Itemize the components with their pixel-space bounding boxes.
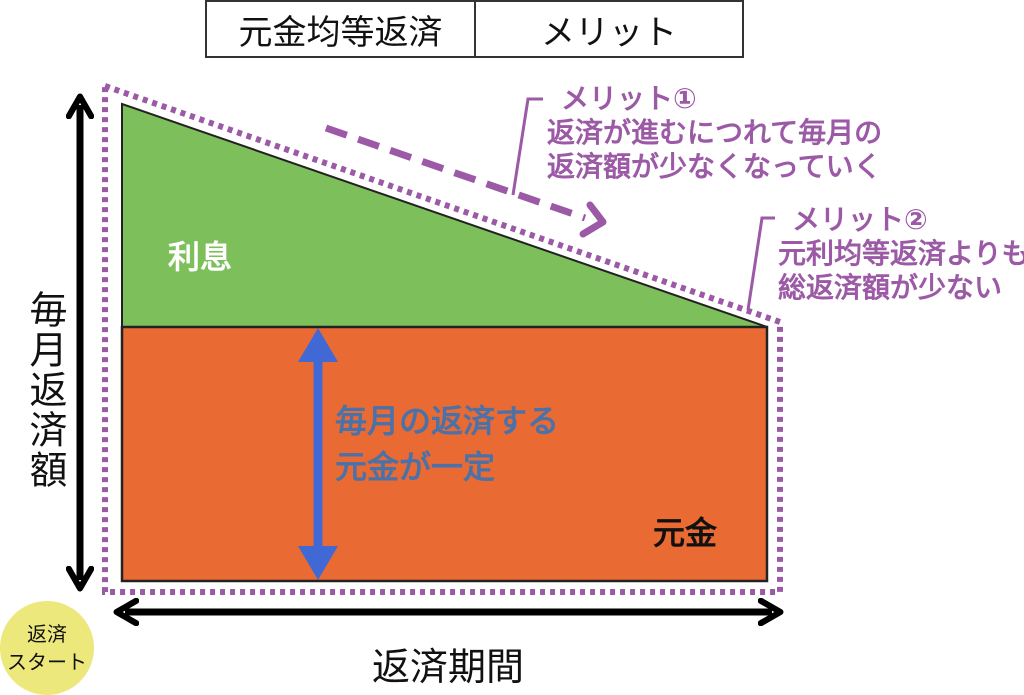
decreasing-trend-arrow <box>324 124 607 238</box>
interest-label: 利息 <box>168 238 233 276</box>
x-axis-label: 返済期間 <box>372 645 525 689</box>
start-badge <box>0 601 94 695</box>
y-axis-label: 毎月返済額 <box>23 290 67 490</box>
header-method: 元金均等返済 <box>205 0 476 58</box>
principal-constant-note: 毎月の返済する 元金が一定 <box>335 398 559 490</box>
note-line2: 元金が一定 <box>335 448 496 486</box>
merit-1-title: メリット① <box>561 82 697 115</box>
start-line1: 返済 <box>27 622 67 646</box>
start-badge-text: 返済 スタート <box>0 620 94 676</box>
merit-2-line1: 元利均等返済よりも <box>778 237 1024 270</box>
merit2-leader-line <box>746 216 775 311</box>
header-topic: メリット <box>474 0 744 58</box>
merit-1-line1: 返済が進むにつれて毎月の <box>547 116 883 149</box>
merit1-leader-line <box>511 97 543 196</box>
principal-area <box>120 325 769 583</box>
merit-1: メリット① 返済が進むにつれて毎月の 返済額が少なくなっていく <box>547 82 882 184</box>
note-line1: 毎月の返済する <box>335 402 560 440</box>
merit-2-line2: 総返済額が少ない <box>778 271 1003 304</box>
merit-1-line2: 返済額が少なくなっていく <box>547 150 882 183</box>
start-line2: スタート <box>7 650 87 674</box>
principal-constant-arrow <box>298 328 338 580</box>
principal-label: 元金 <box>653 514 718 552</box>
merit-2: メリット② 元利均等返済よりも 総返済額が少ない <box>778 203 1024 305</box>
merit-2-title: メリット② <box>792 203 928 236</box>
